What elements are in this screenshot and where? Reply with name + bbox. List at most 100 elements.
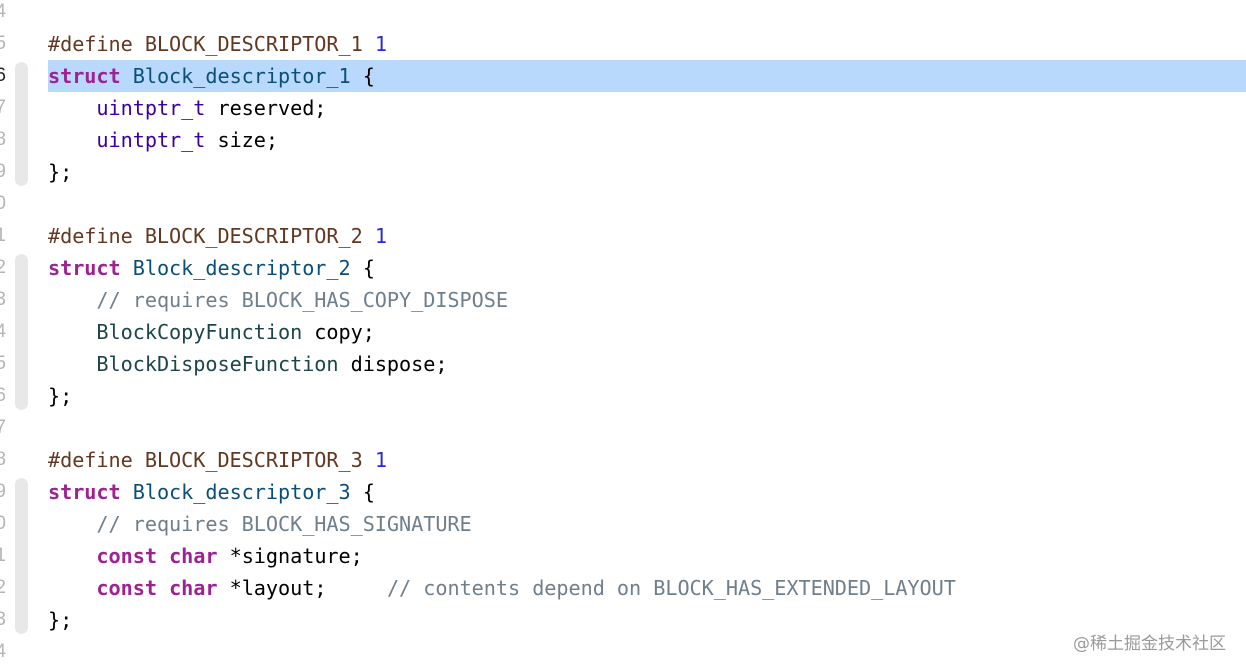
line-number: 1 [0, 545, 6, 566]
line-number: 3 [0, 289, 6, 310]
token-plain [48, 512, 96, 536]
line-number: 2 [0, 577, 6, 598]
fold-ribbon[interactable] [15, 62, 28, 186]
code-text: #define BLOCK_DESCRIPTOR_2 1 [48, 220, 1246, 252]
code-line[interactable]: 1#define BLOCK_DESCRIPTOR_2 1 [0, 220, 1246, 252]
code-text: struct Block_descriptor_2 { [48, 252, 1246, 284]
token-plain: dispose; [338, 352, 448, 376]
token-plain: reserved; [205, 96, 327, 120]
line-number: 6 [0, 385, 6, 406]
token-tdecl: Block_descriptor_3 [132, 480, 351, 504]
code-text: // requires BLOCK_HAS_COPY_DISPOSE [48, 284, 1246, 316]
code-line[interactable]: 7 [0, 412, 1246, 444]
token-kw: char [169, 576, 218, 600]
line-number: 9 [0, 481, 6, 502]
line-number: 6 [0, 65, 6, 86]
fold-ribbon[interactable] [15, 478, 28, 634]
line-number: 3 [0, 609, 6, 630]
code-line[interactable]: 2 const char *layout; // contents depend… [0, 572, 1246, 604]
code-text: }; [48, 380, 1246, 412]
token-plain [121, 256, 133, 280]
code-line[interactable]: 7 uintptr_t reserved; [0, 92, 1246, 124]
line-number: 5 [0, 33, 6, 54]
token-plain: { [350, 480, 375, 504]
token-plain [157, 544, 169, 568]
code-text: uintptr_t reserved; [48, 92, 1246, 124]
token-kw: const [96, 576, 157, 600]
token-type: BlockDisposeFunction [96, 352, 339, 376]
line-number: 1 [0, 225, 6, 246]
token-pp: #define BLOCK_DESCRIPTOR_1 [48, 32, 375, 56]
token-plain [157, 576, 169, 600]
code-text [48, 0, 1246, 28]
token-plain [121, 64, 133, 88]
code-text: struct Block_descriptor_1 { [48, 60, 1246, 92]
token-ut: uintptr_t [96, 128, 206, 152]
token-plain: *layout; [217, 576, 387, 600]
line-number: 8 [0, 449, 6, 470]
code-text: #define BLOCK_DESCRIPTOR_1 1 [48, 28, 1246, 60]
line-number: 9 [0, 161, 6, 182]
code-line[interactable]: 9 struct Block_descriptor_3 { [0, 476, 1246, 508]
code-text: const char *layout; // contents depend o… [48, 572, 1246, 604]
token-kw: struct [48, 256, 121, 280]
token-plain: { [350, 256, 375, 280]
token-num: 1 [374, 448, 387, 472]
line-number: 4 [0, 321, 6, 342]
token-plain [121, 480, 133, 504]
code-text [48, 412, 1246, 444]
token-plain: *signature; [217, 544, 363, 568]
token-num: 1 [374, 224, 387, 248]
code-line[interactable]: 1 const char *signature; [0, 540, 1246, 572]
token-tdecl: Block_descriptor_2 [132, 256, 351, 280]
code-line[interactable]: 8 uintptr_t size; [0, 124, 1246, 156]
code-line[interactable]: 0 // requires BLOCK_HAS_SIGNATURE [0, 508, 1246, 540]
line-number: 0 [0, 513, 6, 534]
code-text: struct Block_descriptor_3 { [48, 476, 1246, 508]
code-text: }; [48, 156, 1246, 188]
line-number: 2 [0, 257, 6, 278]
code-text [48, 188, 1246, 220]
token-plain [48, 352, 96, 376]
code-text: #define BLOCK_DESCRIPTOR_3 1 [48, 444, 1246, 476]
code-line-current[interactable]: 6 struct Block_descriptor_1 { [0, 60, 1246, 92]
line-number: 4 [0, 641, 6, 662]
line-number: 7 [0, 417, 6, 438]
token-plain [48, 288, 96, 312]
token-num: 1 [374, 32, 387, 56]
line-number: 8 [0, 129, 6, 150]
code-text: uintptr_t size; [48, 124, 1246, 156]
token-plain [48, 544, 96, 568]
token-com: // contents depend on BLOCK_HAS_EXTENDED… [386, 576, 956, 600]
token-pp: #define BLOCK_DESCRIPTOR_3 [48, 448, 375, 472]
token-plain: copy; [302, 320, 375, 344]
code-line[interactable]: 3}; [0, 604, 1246, 636]
code-line[interactable]: 6}; [0, 380, 1246, 412]
token-plain [48, 96, 96, 120]
code-text [48, 636, 1246, 668]
line-number: 4 [0, 1, 6, 22]
token-plain [48, 320, 96, 344]
token-com: // requires BLOCK_HAS_COPY_DISPOSE [96, 288, 508, 312]
code-line[interactable]: 4 [0, 636, 1246, 668]
code-text: }; [48, 604, 1246, 636]
token-plain: size; [205, 128, 278, 152]
code-line[interactable]: 3 // requires BLOCK_HAS_COPY_DISPOSE [0, 284, 1246, 316]
fold-ribbon[interactable] [15, 254, 28, 410]
token-kw: const [96, 544, 157, 568]
code-line[interactable]: 4 BlockCopyFunction copy; [0, 316, 1246, 348]
code-line[interactable]: 0 [0, 188, 1246, 220]
line-number: 7 [0, 97, 6, 118]
token-kw: char [169, 544, 218, 568]
token-plain: }; [48, 384, 73, 408]
code-text: // requires BLOCK_HAS_SIGNATURE [48, 508, 1246, 540]
code-line[interactable]: 5 BlockDisposeFunction dispose; [0, 348, 1246, 380]
token-plain [48, 128, 96, 152]
token-plain: }; [48, 160, 73, 184]
code-line[interactable]: 2 struct Block_descriptor_2 { [0, 252, 1246, 284]
code-line[interactable]: 8 #define BLOCK_DESCRIPTOR_3 1 [0, 444, 1246, 476]
code-line[interactable]: 9}; [0, 156, 1246, 188]
code-line[interactable]: 5 #define BLOCK_DESCRIPTOR_1 1 [0, 28, 1246, 60]
code-line[interactable]: 4 [0, 0, 1246, 28]
